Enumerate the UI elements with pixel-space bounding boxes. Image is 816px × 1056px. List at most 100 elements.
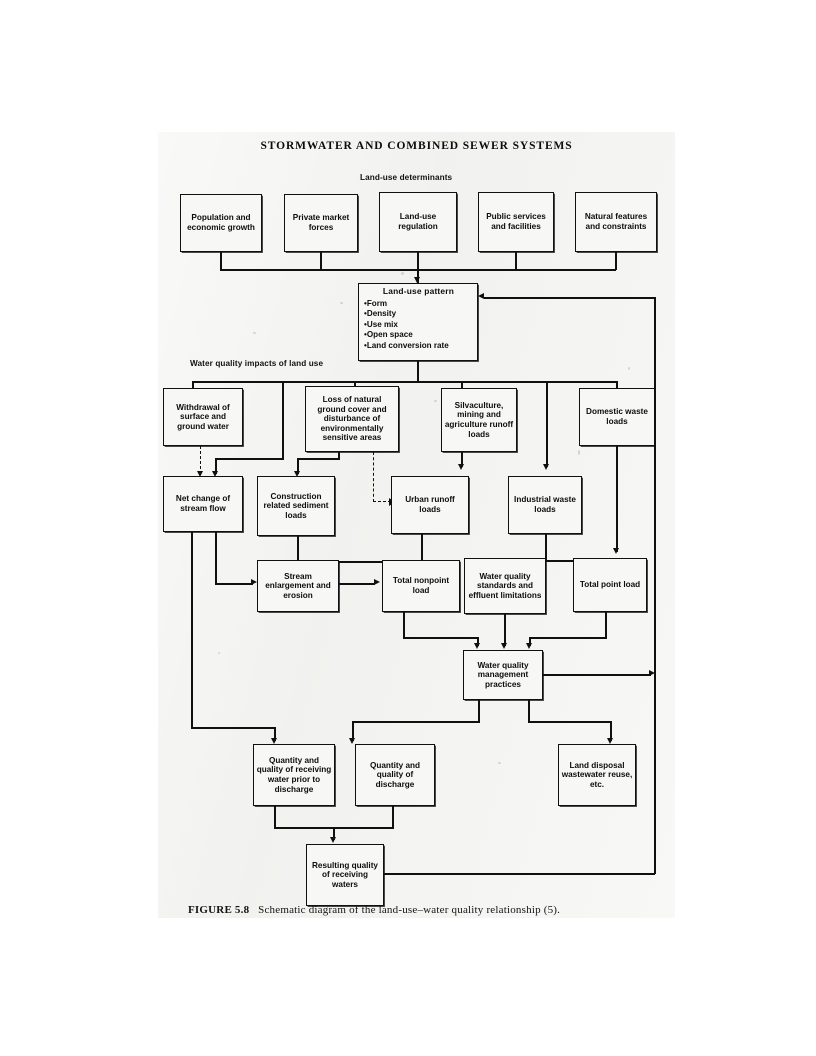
scan-speck xyxy=(578,450,580,455)
node-label: Total nonpoint load xyxy=(392,576,450,595)
scan-speck xyxy=(340,302,343,304)
node-domestic-waste-loads[interactable]: Domestic waste loads xyxy=(579,388,655,446)
node-stream-enlargement-and-erosion[interactable]: Stream enlargement and erosion xyxy=(257,560,339,612)
node-loss-of-natural-ground-cover[interactable]: Loss of natural ground cover and disturb… xyxy=(305,386,399,452)
arrowhead-withdrawal-to-net-change xyxy=(196,471,203,477)
node-label: Water quality standards and effluent lim… xyxy=(468,571,542,600)
pattern-item-use-mix: Use mix xyxy=(364,320,473,331)
figure-caption: FIGURE 5.8 Schematic diagram of the land… xyxy=(188,904,667,918)
node-label: Land-use pattern xyxy=(382,286,455,296)
node-quantity-and-quality-of-receiving-water[interactable]: Quantity and quality of receiving water … xyxy=(253,744,335,806)
figure-number: FIGURE 5.8 xyxy=(188,904,250,916)
connector-withdrawal-to-net-change xyxy=(200,446,201,474)
connector-urban-runoff-down xyxy=(421,534,423,578)
node-label: Land-use regulation xyxy=(398,212,438,231)
connector-wqm-into-quantity-discharge xyxy=(352,721,354,741)
node-label: Silvaculture, mining and agriculture run… xyxy=(444,400,514,439)
connector-population-down xyxy=(220,252,222,270)
node-label: Quantity and quality of discharge xyxy=(369,760,421,789)
node-label: Construction related sediment loads xyxy=(263,491,329,520)
connector-private-down xyxy=(320,252,322,270)
arrowhead-point-to-wqm xyxy=(525,643,532,649)
node-resulting-quality-of-receiving-waters[interactable]: Resulting quality of receiving waters xyxy=(306,844,384,906)
node-population-and-economic-growth[interactable]: Population and economic growth xyxy=(180,194,262,252)
connector-bus-drop-b xyxy=(546,381,548,395)
node-total-point-load[interactable]: Total point load xyxy=(573,558,647,612)
connector-loss-cover-dashed-right xyxy=(373,501,391,502)
node-water-quality-management-practices[interactable]: Water quality management practices xyxy=(463,650,543,700)
node-withdrawal-of-surface-and-ground-water[interactable]: Withdrawal of surface and ground water xyxy=(163,388,243,446)
arrowhead-nonpoint-to-wqm xyxy=(473,643,480,649)
node-land-use-pattern[interactable]: Land-use pattern Form Density Use mix Op… xyxy=(358,283,478,361)
node-silvaculture-mining-agriculture-runoff-loads[interactable]: Silvaculture, mining and agriculture run… xyxy=(441,388,517,452)
connector-loss-cover-dashed-down xyxy=(373,452,374,502)
connector-receiving-down xyxy=(274,806,276,828)
node-land-disposal-wastewater-reuse[interactable]: Land disposal wastewater reuse, etc. xyxy=(558,744,636,806)
node-urban-runoff-loads[interactable]: Urban runoff loads xyxy=(391,476,469,534)
node-label: Loss of natural ground cover and disturb… xyxy=(317,395,387,443)
connector-point-down xyxy=(605,612,607,638)
connector-into-resulting xyxy=(333,827,335,840)
connector-construction-down xyxy=(297,536,299,562)
connector-industrial-down xyxy=(545,534,547,561)
connector-bus-to-domestic xyxy=(616,381,618,391)
node-water-quality-standards-and-effluent-limitations[interactable]: Water quality standards and effluent lim… xyxy=(464,558,546,614)
connector-nonpoint-right xyxy=(403,637,479,639)
node-label: Water quality management practices xyxy=(477,660,529,689)
arrowhead-to-net-change xyxy=(211,471,218,477)
connector-drop-a-into-net-change xyxy=(215,458,217,474)
node-label: Stream enlargement and erosion xyxy=(265,571,331,600)
connector-loss-cover-to-construction xyxy=(297,458,299,474)
node-label: Domestic waste loads xyxy=(586,407,648,426)
connector-feedback-into-pattern xyxy=(484,297,655,299)
connector-point-into-wqm xyxy=(529,637,531,646)
connector-drop-a-vert xyxy=(282,395,284,459)
connector-net-change-long-down xyxy=(191,532,193,729)
connector-point-left xyxy=(529,637,607,639)
connector-regulation-down xyxy=(417,252,419,270)
node-label: Net change of stream flow xyxy=(175,494,231,513)
connector-nonpoint-into-wqm xyxy=(477,637,479,646)
connector-wqm-right-branch xyxy=(528,721,612,723)
connector-wqm-into-land-disposal xyxy=(610,721,612,741)
connector-public-down xyxy=(515,252,517,270)
arrowhead-to-total-nonpoint-side xyxy=(374,579,380,586)
connector-wqm-to-feedback xyxy=(543,674,651,676)
connector-stream-to-nonpoint xyxy=(339,583,375,585)
node-quantity-and-quality-of-discharge[interactable]: Quantity and quality of discharge xyxy=(355,744,435,806)
arrowhead-standards-to-wqm xyxy=(500,643,507,649)
node-private-market-forces[interactable]: Private market forces xyxy=(284,194,358,252)
arrowhead-to-resulting-quality xyxy=(329,837,336,843)
connector-standards-down xyxy=(504,614,506,646)
label-land-use-determinants: Land-use determinants xyxy=(360,173,453,182)
node-natural-features-and-constraints[interactable]: Natural features and constraints xyxy=(575,192,657,252)
node-land-use-regulation[interactable]: Land-use regulation xyxy=(379,192,457,252)
node-public-services-and-facilities[interactable]: Public services and facilities xyxy=(478,192,554,252)
node-label: Industrial waste loads xyxy=(514,495,576,514)
connector-discharge-down xyxy=(392,806,394,828)
running-head: STORMWATER AND COMBINED SEWER SYSTEMS xyxy=(260,140,573,152)
node-net-change-of-stream-flow[interactable]: Net change of stream flow xyxy=(163,476,243,532)
connector-bus-drop-a xyxy=(282,381,284,395)
arrowhead-to-quantity-receiving xyxy=(270,738,277,744)
connector-domestic-down xyxy=(616,446,618,552)
arrowhead-to-stream-enlargement xyxy=(251,579,257,586)
node-construction-related-sediment-loads[interactable]: Construction related sediment loads xyxy=(257,476,335,536)
node-total-nonpoint-load[interactable]: Total nonpoint load xyxy=(382,560,460,612)
arrowhead-to-construction xyxy=(293,471,300,477)
connector-impacts-bus xyxy=(192,381,616,383)
connector-loss-cover-down xyxy=(338,452,340,460)
node-label: Urban runoff loads xyxy=(405,495,455,514)
node-industrial-waste-loads[interactable]: Industrial waste loads xyxy=(508,476,582,534)
arrowhead-to-landuse-pattern xyxy=(413,277,420,283)
connector-nonpoint-down xyxy=(403,612,405,638)
connector-net-change-to-stream xyxy=(215,583,253,585)
scan-speck xyxy=(218,652,220,654)
arrowhead-silvaculture-to-urban xyxy=(457,464,464,470)
connector-bus-to-pattern xyxy=(417,269,419,283)
node-label: Withdrawal of surface and ground water xyxy=(176,402,230,431)
scanned-page-region: STORMWATER AND COMBINED SEWER SYSTEMS La… xyxy=(158,132,675,918)
connector-drop-a-horiz xyxy=(215,458,284,460)
node-label: Private market forces xyxy=(292,213,350,232)
